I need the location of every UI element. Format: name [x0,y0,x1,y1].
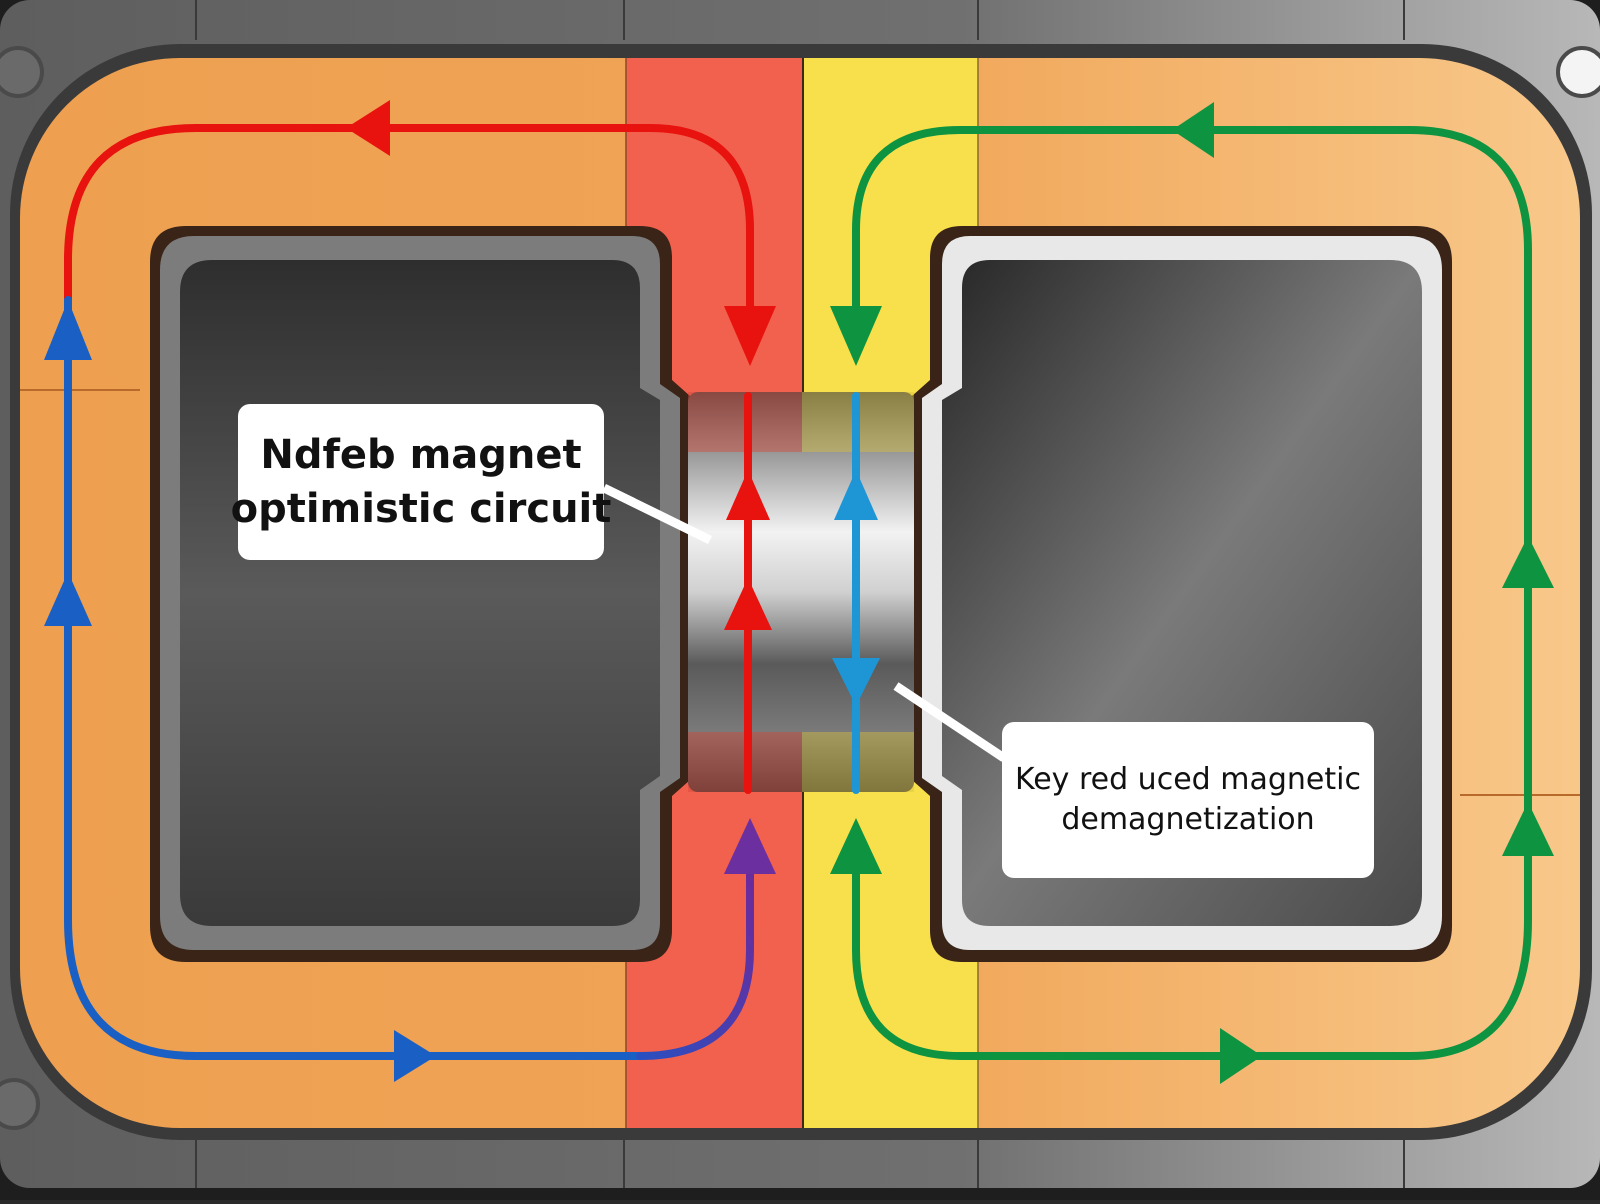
arrow-up-icon [1502,536,1554,588]
arrow-left-icon [346,100,390,156]
screw-icon [0,46,44,98]
green-flux-path [852,126,1532,1060]
callout-optimistic-circuit: Ndfeb magnet optimistic circuit [231,404,611,560]
flux-arrowheads [44,100,1554,1084]
arrow-up-icon [1502,802,1554,856]
arrow-up-icon [724,818,776,874]
screw-icon [1556,46,1600,98]
purple-flux-path [636,856,754,1060]
arrow-up-icon [726,470,770,520]
arrow-left-icon [1172,102,1214,158]
arrow-up-icon [830,818,882,874]
screw-icons [0,46,1600,1130]
callout-line: demagnetization [1061,802,1315,837]
red-flux-path [64,124,754,334]
arrow-down-icon [832,658,880,706]
blue-flux-path [64,296,644,1060]
left-callout-leader [602,483,712,545]
flux-lines [64,124,1532,1060]
arrow-up-icon [724,578,772,630]
callout-line: optimistic circuit [230,486,612,532]
arrow-right-icon [1220,1028,1262,1084]
arrow-up-icon [834,470,878,520]
callout-reduced-demagnetization: Key red uced magnetic demagnetization [1002,722,1374,878]
callout-line: Ndfeb magnet [260,432,582,478]
screw-icon [0,1078,40,1130]
arrow-down-icon [830,306,882,366]
callout-line: Key red uced magnetic [1015,762,1361,797]
left-window [180,260,660,926]
arrow-right-icon [394,1030,436,1082]
frame-seams [195,0,1405,1188]
right-callout-leader [893,682,1007,762]
arrow-up-icon [44,572,92,626]
arrow-down-icon [724,306,776,366]
arrow-up-icon [44,300,92,360]
